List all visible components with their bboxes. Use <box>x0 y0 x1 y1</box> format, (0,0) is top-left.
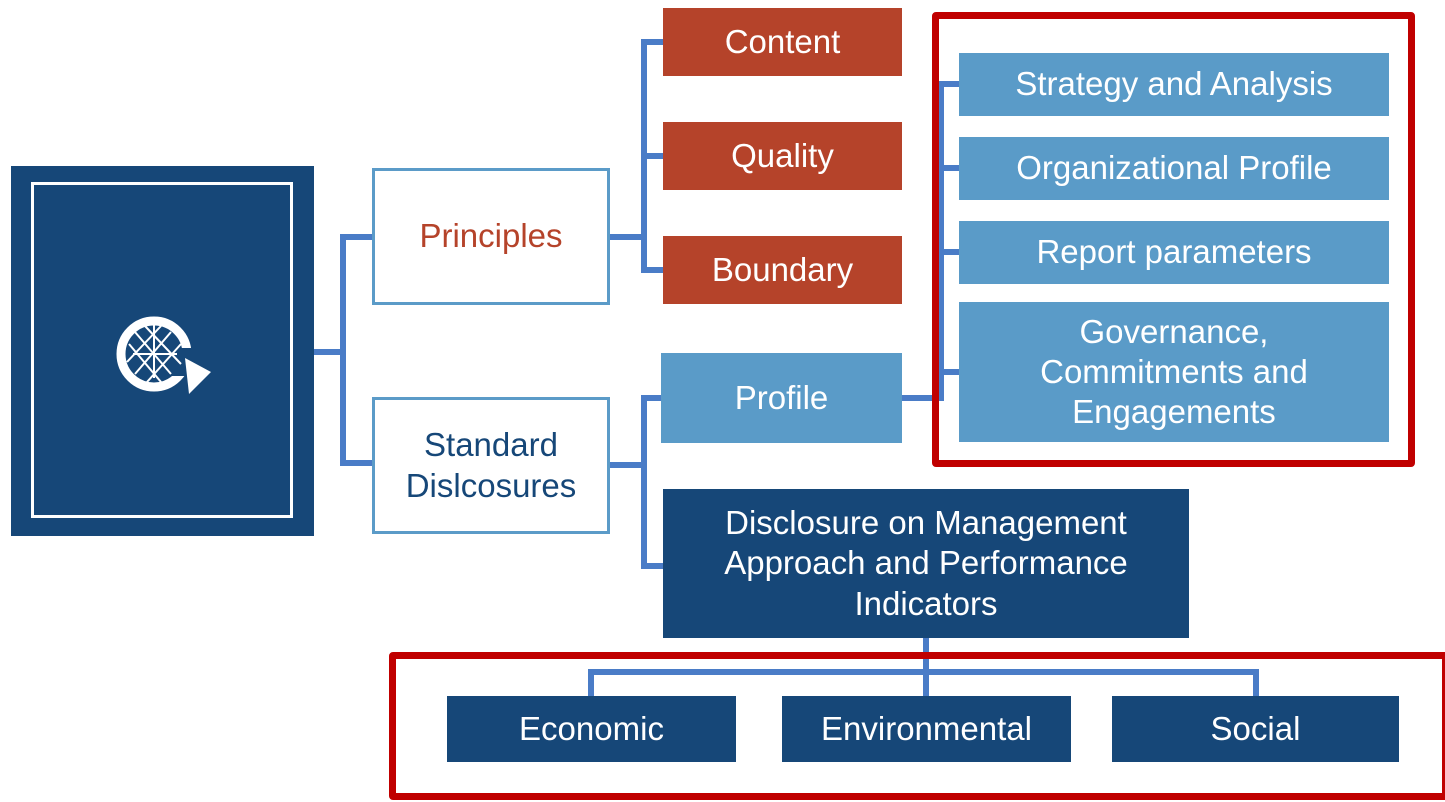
disclosure-management-box: Disclosure on Management Approach and Pe… <box>663 489 1189 638</box>
indicator-social-label: Social <box>1210 709 1301 747</box>
profile-label: Profile <box>734 378 829 416</box>
indicator-social-box: Social <box>1112 696 1399 762</box>
disclosure-connector <box>588 634 1259 699</box>
indicators-highlight-frame <box>389 652 1445 800</box>
profile-governance-label: Governance, Commitments and Engagements <box>1040 312 1308 431</box>
indicator-economic-box: Economic <box>447 696 736 762</box>
profile-strategy-box: Strategy and Analysis <box>959 53 1389 116</box>
principles-label: Principles <box>419 217 563 255</box>
principles-connector <box>607 39 666 273</box>
profile-governance-box: Governance, Commitments and Engagements <box>959 302 1389 442</box>
indicator-environmental-label: Environmental <box>821 709 1032 747</box>
principle-boundary-box: Boundary <box>663 236 902 304</box>
gri-logo-panel <box>11 166 314 536</box>
gri-logo-frame <box>31 182 293 518</box>
profile-report-parameters-label: Report parameters <box>1036 233 1312 271</box>
gri-globe-logo-icon <box>116 316 211 394</box>
indicator-economic-label: Economic <box>519 709 664 747</box>
root-connector <box>311 234 375 466</box>
principle-quality-label: Quality <box>731 136 834 174</box>
disclosure-management-label: Disclosure on Management Approach and Pe… <box>724 504 1128 622</box>
profile-report-parameters-box: Report parameters <box>959 221 1389 284</box>
profile-box: Profile <box>661 353 902 443</box>
principle-content-box: Content <box>663 8 902 76</box>
profile-strategy-label: Strategy and Analysis <box>1015 65 1333 103</box>
profile-organizational-box: Organizational Profile <box>959 137 1389 200</box>
standard-disclosures-box: Standard Dislcosures <box>372 397 610 534</box>
standard-disclosures-label: Standard Dislcosures <box>405 426 577 504</box>
indicator-environmental-box: Environmental <box>782 696 1071 762</box>
principle-quality-box: Quality <box>663 122 902 190</box>
principles-box: Principles <box>372 168 610 305</box>
standard-disclosures-connector <box>607 395 666 569</box>
profile-highlight-frame <box>932 12 1415 467</box>
profile-organizational-label: Organizational Profile <box>1016 149 1332 187</box>
profile-connector <box>899 81 962 401</box>
principle-content-label: Content <box>724 22 841 60</box>
principle-boundary-label: Boundary <box>711 250 854 288</box>
